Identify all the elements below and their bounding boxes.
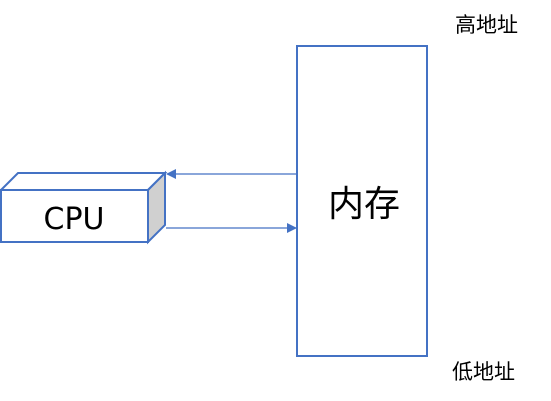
cpu-label: CPU: [44, 202, 105, 237]
low-address-label: 低地址: [452, 360, 515, 384]
cpu-box-top-face: [0, 172, 168, 191]
memory-block: 内存: [296, 45, 428, 357]
memory-label: 内存: [328, 184, 400, 225]
cpu-box: CPU: [0, 170, 168, 245]
memory-rect: [296, 45, 428, 357]
high-address-label: 高地址: [455, 13, 518, 37]
cpu-box-front-face: [0, 189, 149, 243]
